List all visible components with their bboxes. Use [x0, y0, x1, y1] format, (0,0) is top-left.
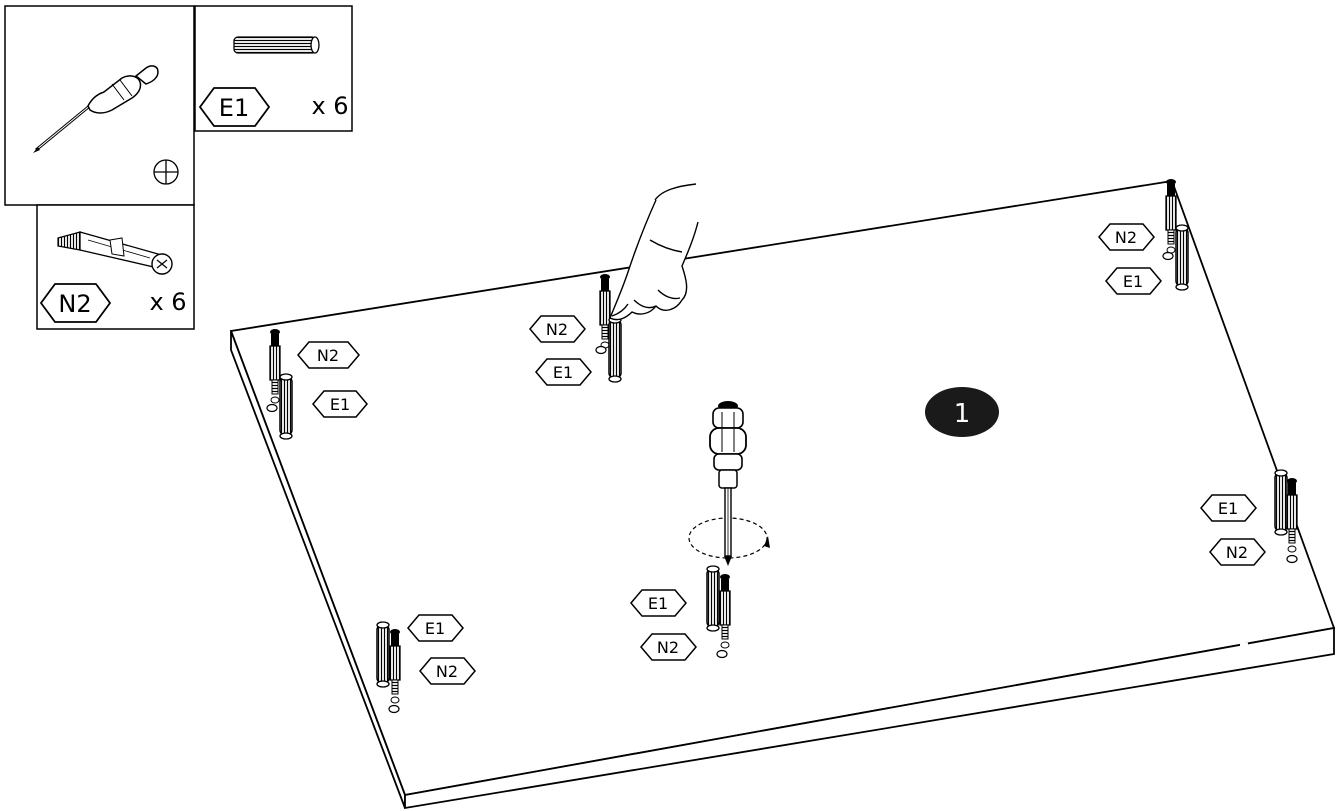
callout-code: E1 — [1218, 499, 1238, 518]
callout-code: N2 — [1115, 228, 1137, 247]
tool-legend-box — [5, 6, 194, 205]
callout-n2-bottom-left: N2 — [420, 658, 475, 684]
callout-code: E1 — [425, 619, 445, 638]
callout-e1-right: E1 — [1201, 495, 1256, 521]
callout-e1-top-left: E1 — [313, 391, 367, 417]
callout-code: E1 — [330, 395, 350, 414]
part-legend-e1: E1 x 6 — [195, 6, 352, 131]
part-quantity: x 6 — [311, 92, 348, 120]
callout-n2-right: N2 — [1210, 539, 1265, 565]
callout-e1-bottom-middle: E1 — [631, 590, 686, 616]
callout-e1-bottom-left: E1 — [408, 615, 463, 641]
callout-code: N2 — [317, 346, 339, 365]
step-number-badge: 1 — [925, 387, 999, 437]
callout-code: N2 — [657, 638, 679, 657]
callout-n2-top-middle: N2 — [530, 316, 585, 342]
callout-code: N2 — [1226, 543, 1248, 562]
callout-code: N2 — [436, 662, 458, 681]
callout-code: E1 — [553, 363, 573, 382]
part-code: E1 — [219, 94, 249, 122]
phillips-cross-icon — [154, 160, 178, 184]
wooden-dowel-icon — [234, 37, 319, 53]
callout-e1-top-middle: E1 — [536, 359, 591, 385]
part-quantity: x 6 — [149, 288, 186, 316]
step-number: 1 — [954, 399, 971, 429]
callout-n2-bottom-middle: N2 — [641, 634, 696, 660]
callout-code: E1 — [1123, 272, 1143, 291]
callout-code: E1 — [648, 594, 668, 613]
callout-code: N2 — [546, 320, 568, 339]
part-legend-n2: N2 x 6 — [37, 205, 194, 329]
callout-n2-top-right: N2 — [1099, 224, 1154, 250]
part-code: N2 — [58, 290, 91, 318]
callout-n2-top-left: N2 — [298, 342, 359, 368]
panel-board — [231, 181, 1334, 808]
callout-e1-top-right: E1 — [1106, 268, 1161, 294]
